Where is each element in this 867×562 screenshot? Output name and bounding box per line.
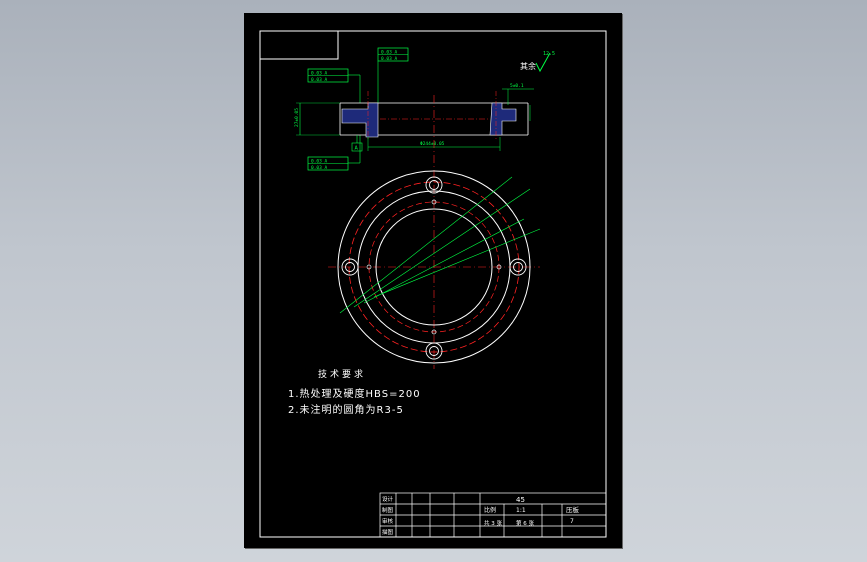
outer-circle <box>337 170 531 364</box>
drawing-number: 7 <box>570 518 574 525</box>
part-name: 压板 <box>566 505 580 514</box>
note-item: 2.未注明的圆角为R3-5 <box>288 403 404 416</box>
datum-mark: A <box>351 135 363 152</box>
sheet-total: 共 3 张 <box>484 519 502 527</box>
plan-view <box>328 95 541 369</box>
note-item: 1.热处理及硬度HBS=200 <box>288 387 421 400</box>
sheet-number: 第 6 张 <box>516 519 534 527</box>
ratio-value: 1:1 <box>516 507 526 514</box>
ratio-label: 比例 <box>484 506 496 514</box>
svg-text:27±0.05: 27±0.05 <box>294 108 300 127</box>
finish-label: 其余 <box>520 61 536 71</box>
notes-heading: 技术要求 <box>318 368 366 380</box>
roughness-symbol <box>535 52 551 73</box>
bolt-circle <box>348 181 520 353</box>
title-row-label: 审核 <box>382 517 394 525</box>
roughness-value: 12.5 <box>543 51 555 57</box>
bolt-hole-bottom <box>425 342 443 360</box>
pin-hole <box>366 264 372 270</box>
svg-text:5±0.1: 5±0.1 <box>510 83 524 89</box>
section-hatch-right <box>489 102 517 136</box>
title-block <box>379 492 607 538</box>
svg-text:0.03 A: 0.03 A <box>311 71 328 77</box>
pin-hole <box>431 199 437 205</box>
diameter-leaders <box>339 176 541 314</box>
bolt-hole-right <box>509 258 527 276</box>
pin-circle <box>368 201 500 333</box>
cad-drawing: 其余 12.5 0.03 A 0.03 A 0.03 A 0.03 A 0.03… <box>259 30 607 538</box>
drawing-border <box>259 30 607 538</box>
section-hatch-left <box>341 102 379 138</box>
tolerance-frame-bottom-left: 0.03 A 0.03 A <box>307 135 361 171</box>
material: 45 <box>516 496 525 504</box>
tolerance-frame-top-right: 0.03 A 0.03 A <box>377 47 409 103</box>
title-row-label: 设计 <box>382 495 394 503</box>
svg-text:0.03 A: 0.03 A <box>311 165 328 171</box>
title-row-label: 描图 <box>382 528 394 536</box>
bolt-hole-top <box>425 176 443 194</box>
pin-hole <box>496 264 502 270</box>
svg-text:0.03 A: 0.03 A <box>311 77 328 83</box>
tolerance-frame-top-left: 0.03 A 0.03 A <box>307 68 361 103</box>
pin-hole <box>431 329 437 335</box>
svg-text:0.03 A: 0.03 A <box>381 56 398 62</box>
dimension-left-height: 27±0.05 <box>294 102 340 136</box>
corner-box <box>259 30 339 60</box>
bolt-hole-left <box>341 258 359 276</box>
svg-text:0.03 A: 0.03 A <box>311 159 328 165</box>
bore-circle <box>375 208 493 326</box>
dimension-right-top: 5±0.1 <box>502 83 534 121</box>
svg-text:A: A <box>355 146 359 152</box>
drawing-sheet: 其余 12.5 0.03 A 0.03 A 0.03 A 0.03 A 0.03… <box>244 13 622 548</box>
title-row-label: 制图 <box>382 506 394 514</box>
svg-text:Φ244±0.05: Φ244±0.05 <box>420 141 445 147</box>
svg-text:0.03 A: 0.03 A <box>381 50 398 56</box>
technical-notes: 技术要求 1.热处理及硬度HBS=200 2.未注明的圆角为R3-5 <box>288 368 421 416</box>
